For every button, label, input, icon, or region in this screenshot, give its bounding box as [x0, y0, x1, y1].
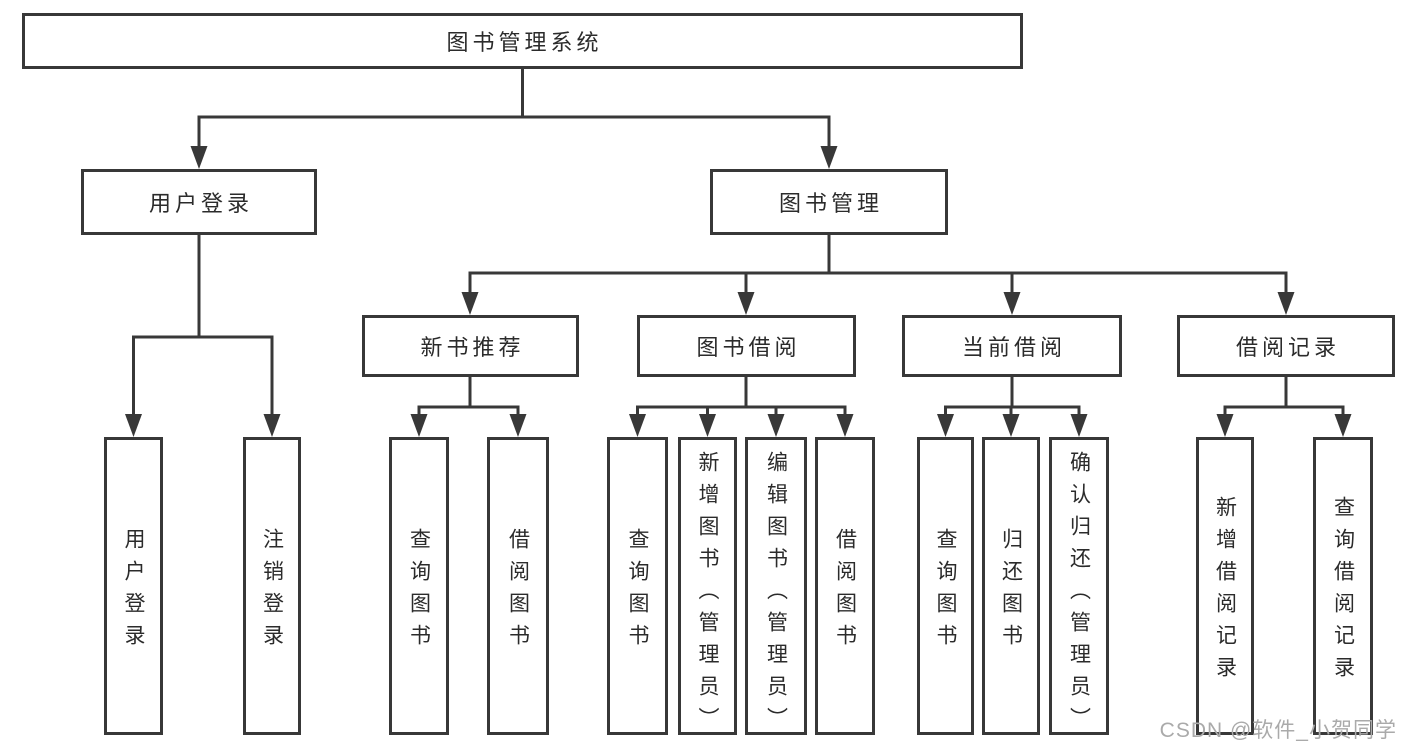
arrowhead-icon	[737, 292, 755, 315]
arrowhead-icon	[263, 414, 281, 437]
arrowhead-icon	[1070, 414, 1088, 437]
arrowhead-icon	[836, 414, 854, 437]
edge-user-login-to-leaves	[132, 235, 274, 420]
edge-new-rec-to-leaves	[417, 377, 520, 420]
edge-borrow-record-to-leaves	[1223, 377, 1345, 420]
node-borrow-records: 借阅记录	[1177, 315, 1395, 377]
node-root: 图书管理系统	[22, 13, 1023, 69]
arrowhead-icon	[1216, 414, 1234, 437]
leaf-edit-book-admin: 编辑图书（管理员）	[745, 437, 807, 739]
leaf-confirm-return-admin: 确认归还（管理员）	[1049, 437, 1109, 739]
leaf-query-book-borrow: 查询图书	[607, 437, 668, 735]
edge-current-borrow-to-leaves	[944, 377, 1081, 420]
arrowhead-icon	[629, 414, 646, 437]
leaf-add-borrow-record: 新增借阅记录	[1196, 437, 1254, 735]
leaf-return-book: 归还图书	[982, 437, 1040, 735]
edge-book-borrow-to-leaves	[636, 377, 847, 420]
arrowheads	[125, 146, 1352, 437]
leaf-borrow-book-borrow: 借阅图书	[815, 437, 875, 735]
arrowhead-icon	[1003, 292, 1021, 315]
arrowhead-icon	[461, 292, 479, 315]
watermark-text: CSDN @软件_小贺同学	[1159, 719, 1397, 742]
arrowhead-icon	[1334, 414, 1352, 437]
leaf-borrow-book-newrec: 借阅图书	[487, 437, 549, 735]
edge-root-to-level2	[197, 69, 831, 152]
leaf-query-borrow-record: 查询借阅记录	[1313, 437, 1373, 735]
leaf-query-book-newrec: 查询图书	[389, 437, 449, 735]
arrowhead-icon	[1277, 292, 1295, 315]
leaf-query-book-current: 查询图书	[917, 437, 974, 735]
leaf-add-book-admin: 新增图书（管理员）	[678, 437, 737, 739]
leaf-logout: 注销登录	[243, 437, 301, 735]
node-book-mgmt: 图书管理	[710, 169, 948, 235]
edge-book-mgmt-to-level3	[468, 235, 1288, 298]
arrowhead-icon	[1002, 414, 1020, 437]
arrowhead-icon	[937, 414, 954, 437]
arrowhead-icon	[509, 414, 527, 437]
arrowhead-icon	[125, 414, 142, 437]
node-book-borrow: 图书借阅	[637, 315, 856, 377]
arrowhead-icon	[820, 146, 838, 169]
arrowhead-icon	[767, 414, 785, 437]
node-current-borrow: 当前借阅	[902, 315, 1122, 377]
connector-lines	[132, 69, 1345, 420]
arrowhead-icon	[699, 414, 716, 437]
arrowhead-icon	[410, 414, 428, 437]
node-user-login: 用户登录	[81, 169, 317, 235]
arrowhead-icon	[190, 146, 208, 169]
node-new-book-rec: 新书推荐	[362, 315, 579, 377]
leaf-user-login: 用户登录	[104, 437, 163, 735]
